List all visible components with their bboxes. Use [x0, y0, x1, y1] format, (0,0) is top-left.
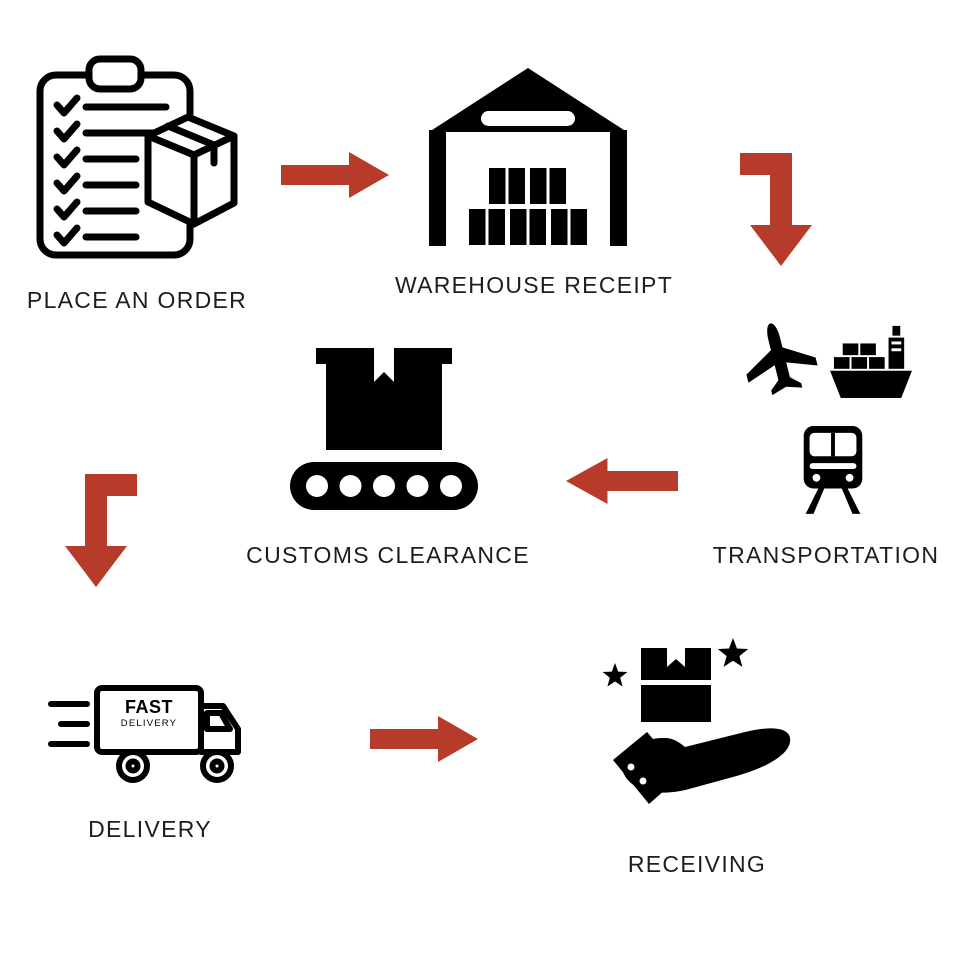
arrow-bend-down-left-icon [62, 474, 137, 589]
train-icon [792, 424, 874, 514]
conveyor-box-icon [290, 348, 478, 510]
step-label-place-order: PLACE AN ORDER [26, 287, 248, 313]
warehouse-icon [429, 68, 627, 246]
step-label-delivery: DELIVERY [88, 816, 212, 842]
step-label-warehouse-receipt: WAREHOUSE RECEIPT [394, 272, 674, 298]
airplane-icon [741, 320, 818, 396]
step-label-customs-clearance: CUSTOMS CLEARANCE [246, 542, 530, 568]
hand-receiving-box-icon [593, 634, 793, 819]
step-label-transportation: TRANSPORTATION [712, 542, 940, 568]
delivery-truck-icon: FAST DELIVERY [45, 676, 255, 791]
arrow-right-icon [281, 152, 389, 198]
arrow-right-icon [370, 716, 478, 762]
cargo-ship-icon [828, 322, 914, 400]
arrow-bend-down-right-icon [740, 153, 815, 268]
truck-text-fast: FAST [124, 697, 173, 717]
order-checklist-icon [30, 50, 242, 262]
truck-text-delivery: DELIVERY [120, 717, 178, 729]
step-label-receiving: RECEIVING [627, 851, 767, 877]
arrow-left-icon [566, 458, 678, 504]
truck-side-text: FAST DELIVERY [103, 697, 195, 729]
